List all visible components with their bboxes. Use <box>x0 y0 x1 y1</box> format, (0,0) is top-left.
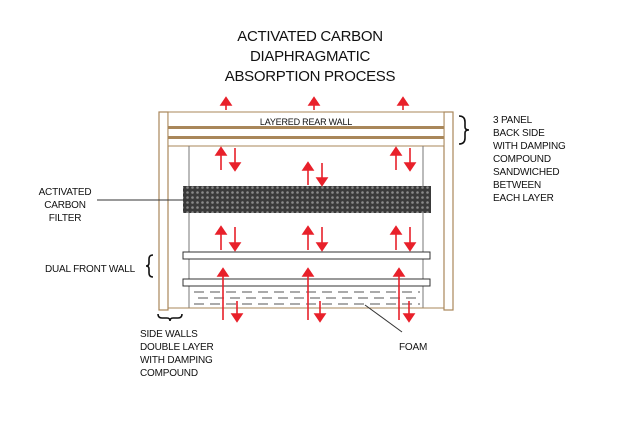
left-outer-wall <box>158 111 169 311</box>
label-line: CARBON <box>44 200 86 211</box>
rear-wall-label: LAYERED REAR WALL <box>259 117 353 127</box>
diagram-title: ACTIVATED CARBON DIAPHRAGMATIC ABSORPTIO… <box>0 27 620 87</box>
label-line: DOUBLE LAYER <box>140 342 214 353</box>
foam-label: FOAM <box>399 342 428 353</box>
side-walls-label: SIDE WALLS DOUBLE LAYER WITH DAMPING COM… <box>140 328 214 380</box>
activated-carbon-filter <box>183 186 431 213</box>
foam-leader-line <box>364 304 403 333</box>
rear-wall-layer-2 <box>168 136 444 139</box>
front-wall-brace <box>145 254 154 278</box>
label-line: SANDWICHED <box>493 167 560 178</box>
title-line-3: ABSORPTION PROCESS <box>224 68 396 85</box>
back-side-label: 3 PANEL BACK SIDE WITH DAMPING COMPOUND … <box>493 114 566 205</box>
front-wall-panel-2 <box>182 278 431 287</box>
rear-wall-layer-1 <box>168 126 444 129</box>
layered-rear-wall <box>167 111 445 147</box>
title-line-2: DIAPHRAGMATIC <box>250 48 370 65</box>
label-line: SIDE WALLS <box>140 329 198 340</box>
right-outer-wall <box>443 111 454 311</box>
foam <box>194 291 420 305</box>
side-walls <box>158 111 454 311</box>
label-line: WITH DAMPING <box>493 141 566 152</box>
label-line: BETWEEN <box>493 180 542 191</box>
sound-arrows <box>214 96 417 323</box>
front-wall-panel-1 <box>182 251 431 260</box>
dual-front-wall-label: DUAL FRONT WALL <box>45 264 135 275</box>
title-line-1: ACTIVATED CARBON <box>237 28 383 45</box>
label-line: BACK SIDE <box>493 128 545 139</box>
label-line: 3 PANEL <box>493 115 532 126</box>
side-walls-brace <box>157 313 183 322</box>
label-line: EACH LAYER <box>493 193 554 204</box>
label-line: ACTIVATED <box>38 187 92 198</box>
label-line: WITH DAMPING <box>140 355 213 366</box>
label-line: COMPOUND <box>493 154 551 165</box>
carbon-filter-label: ACTIVATED CARBON FILTER <box>36 186 94 225</box>
label-line: FILTER <box>48 213 82 224</box>
label-line: COMPOUND <box>140 368 198 379</box>
back-side-brace <box>458 115 470 145</box>
